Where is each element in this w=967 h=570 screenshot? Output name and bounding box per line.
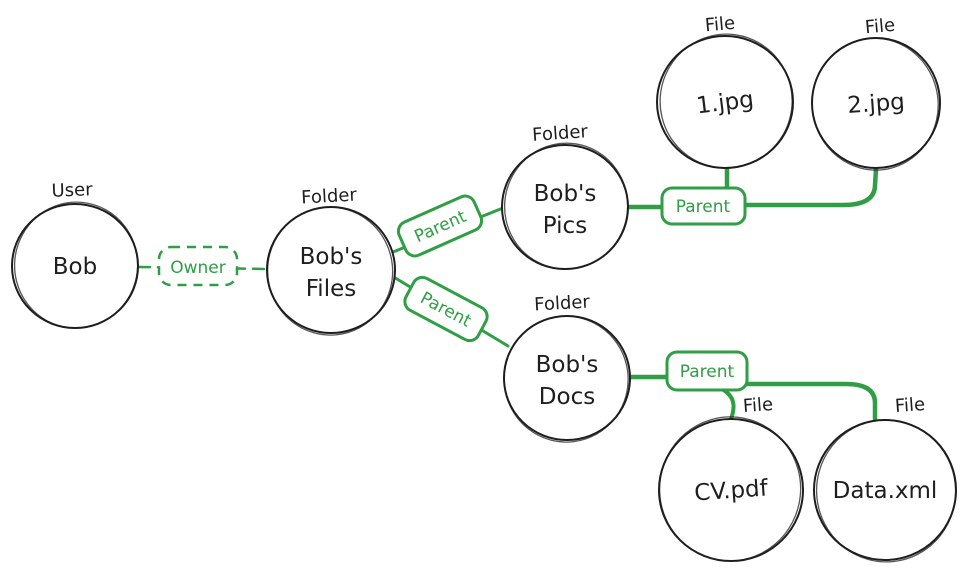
node-bob[interactable]: User Bob xyxy=(7,179,144,335)
node-bobs-files-type-label: Folder xyxy=(301,185,358,209)
node-bobs-files-label-line1: Bob's xyxy=(300,244,363,270)
node-2jpg-type-label: File xyxy=(864,15,896,39)
node-dataxml[interactable]: File Data.xml xyxy=(810,394,963,569)
node-cvpdf[interactable]: File CV.pdf xyxy=(652,394,807,568)
edge-label-parent-docs-children[interactable]: Parent xyxy=(665,350,749,392)
node-bobs-pics-circle-sketch xyxy=(503,142,629,270)
node-cvpdf-label: CV.pdf xyxy=(694,475,770,506)
node-dataxml-label: Data.xml xyxy=(833,478,938,504)
edge-label-parent-files-pics[interactable]: Parent xyxy=(395,193,485,259)
node-1jpg-circle-sketch xyxy=(659,33,793,169)
edge-line-label-to-cvpdf xyxy=(720,387,736,421)
node-bobs-files[interactable]: Folder Bob's Files xyxy=(261,185,399,342)
edge-label-parent-docs-children-text: Parent xyxy=(680,362,735,382)
node-bobs-docs-circle-sketch xyxy=(503,315,629,443)
edge-parent-pics-children[interactable] xyxy=(625,166,879,210)
node-2jpg[interactable]: File 2.jpg xyxy=(804,15,947,179)
node-cvpdf-circle-sketch xyxy=(658,416,802,562)
node-bobs-pics-label-line1: Bob's xyxy=(534,181,597,207)
node-bobs-docs-label-line2: Docs xyxy=(539,384,595,410)
edge-label-parent-files-docs-box xyxy=(403,275,489,343)
node-bobs-pics-type-label: Folder xyxy=(532,121,590,146)
edge-label-owner-text: Owner xyxy=(170,258,226,278)
node-bobs-docs[interactable]: Folder Bob's Docs xyxy=(497,292,635,450)
node-dataxml-circle-sketch xyxy=(815,419,957,563)
node-bobs-pics[interactable]: Folder Bob's Pics xyxy=(496,121,637,278)
node-bobs-pics-label-line2: Pics xyxy=(543,213,587,239)
edge-label-parent-files-docs[interactable]: Parent xyxy=(401,274,490,344)
node-bobs-docs-type-label: Folder xyxy=(534,292,591,316)
node-bobs-docs-label-line1: Bob's xyxy=(536,352,599,378)
node-dataxml-type-label: File xyxy=(894,394,926,417)
edge-label-parent-docs-children-box xyxy=(665,350,749,392)
edge-line-label-to-dataxml xyxy=(743,381,878,422)
node-1jpg[interactable]: File 1.jpg xyxy=(651,13,800,177)
node-2jpg-circle-sketch xyxy=(811,37,939,171)
edge-label-parent-files-pics-box xyxy=(396,194,484,258)
node-bobs-files-label-line2: Files xyxy=(306,276,356,302)
node-bob-type-label: User xyxy=(51,179,93,201)
node-bob-circle-sketch xyxy=(13,201,139,329)
node-1jpg-type-label: File xyxy=(704,13,736,37)
node-cvpdf-type-label: File xyxy=(742,394,774,417)
node-bobs-files-circle-sketch xyxy=(266,206,394,336)
edge-label-parent-pics-children-text: Parent xyxy=(676,197,731,217)
edge-label-owner[interactable]: Owner xyxy=(157,245,239,287)
node-bob-label: Bob xyxy=(53,254,97,280)
edge-label-owner-box xyxy=(157,245,239,287)
edge-label-parent-pics-children[interactable]: Parent xyxy=(660,186,747,226)
node-2jpg-label: 2.jpg xyxy=(846,89,905,119)
edge-line-label-to-2jpg xyxy=(741,166,879,208)
edge-label-parent-pics-children-box xyxy=(660,186,747,226)
